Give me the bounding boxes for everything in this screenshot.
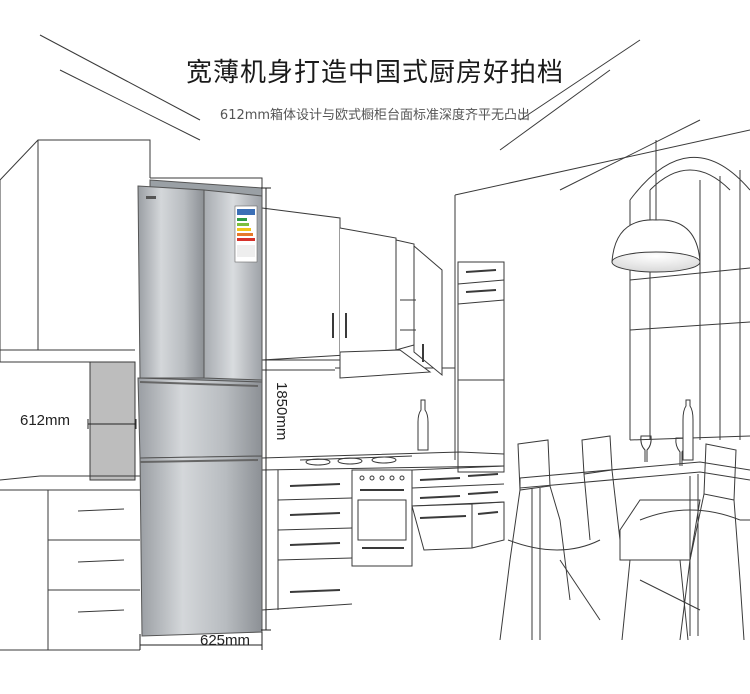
subheadline: 612mm箱体设计与欧式橱柜台面标准深度齐平无凸出 [219,108,531,123]
refrigerator [137,179,263,637]
width-label: 625mm [200,632,251,649]
dimension-lines [87,187,271,650]
headline: 宽薄机身打造中国式厨房好拍档 [185,58,564,88]
depth-label: 612mm [20,412,71,429]
height-label: 1850mm [273,382,290,441]
